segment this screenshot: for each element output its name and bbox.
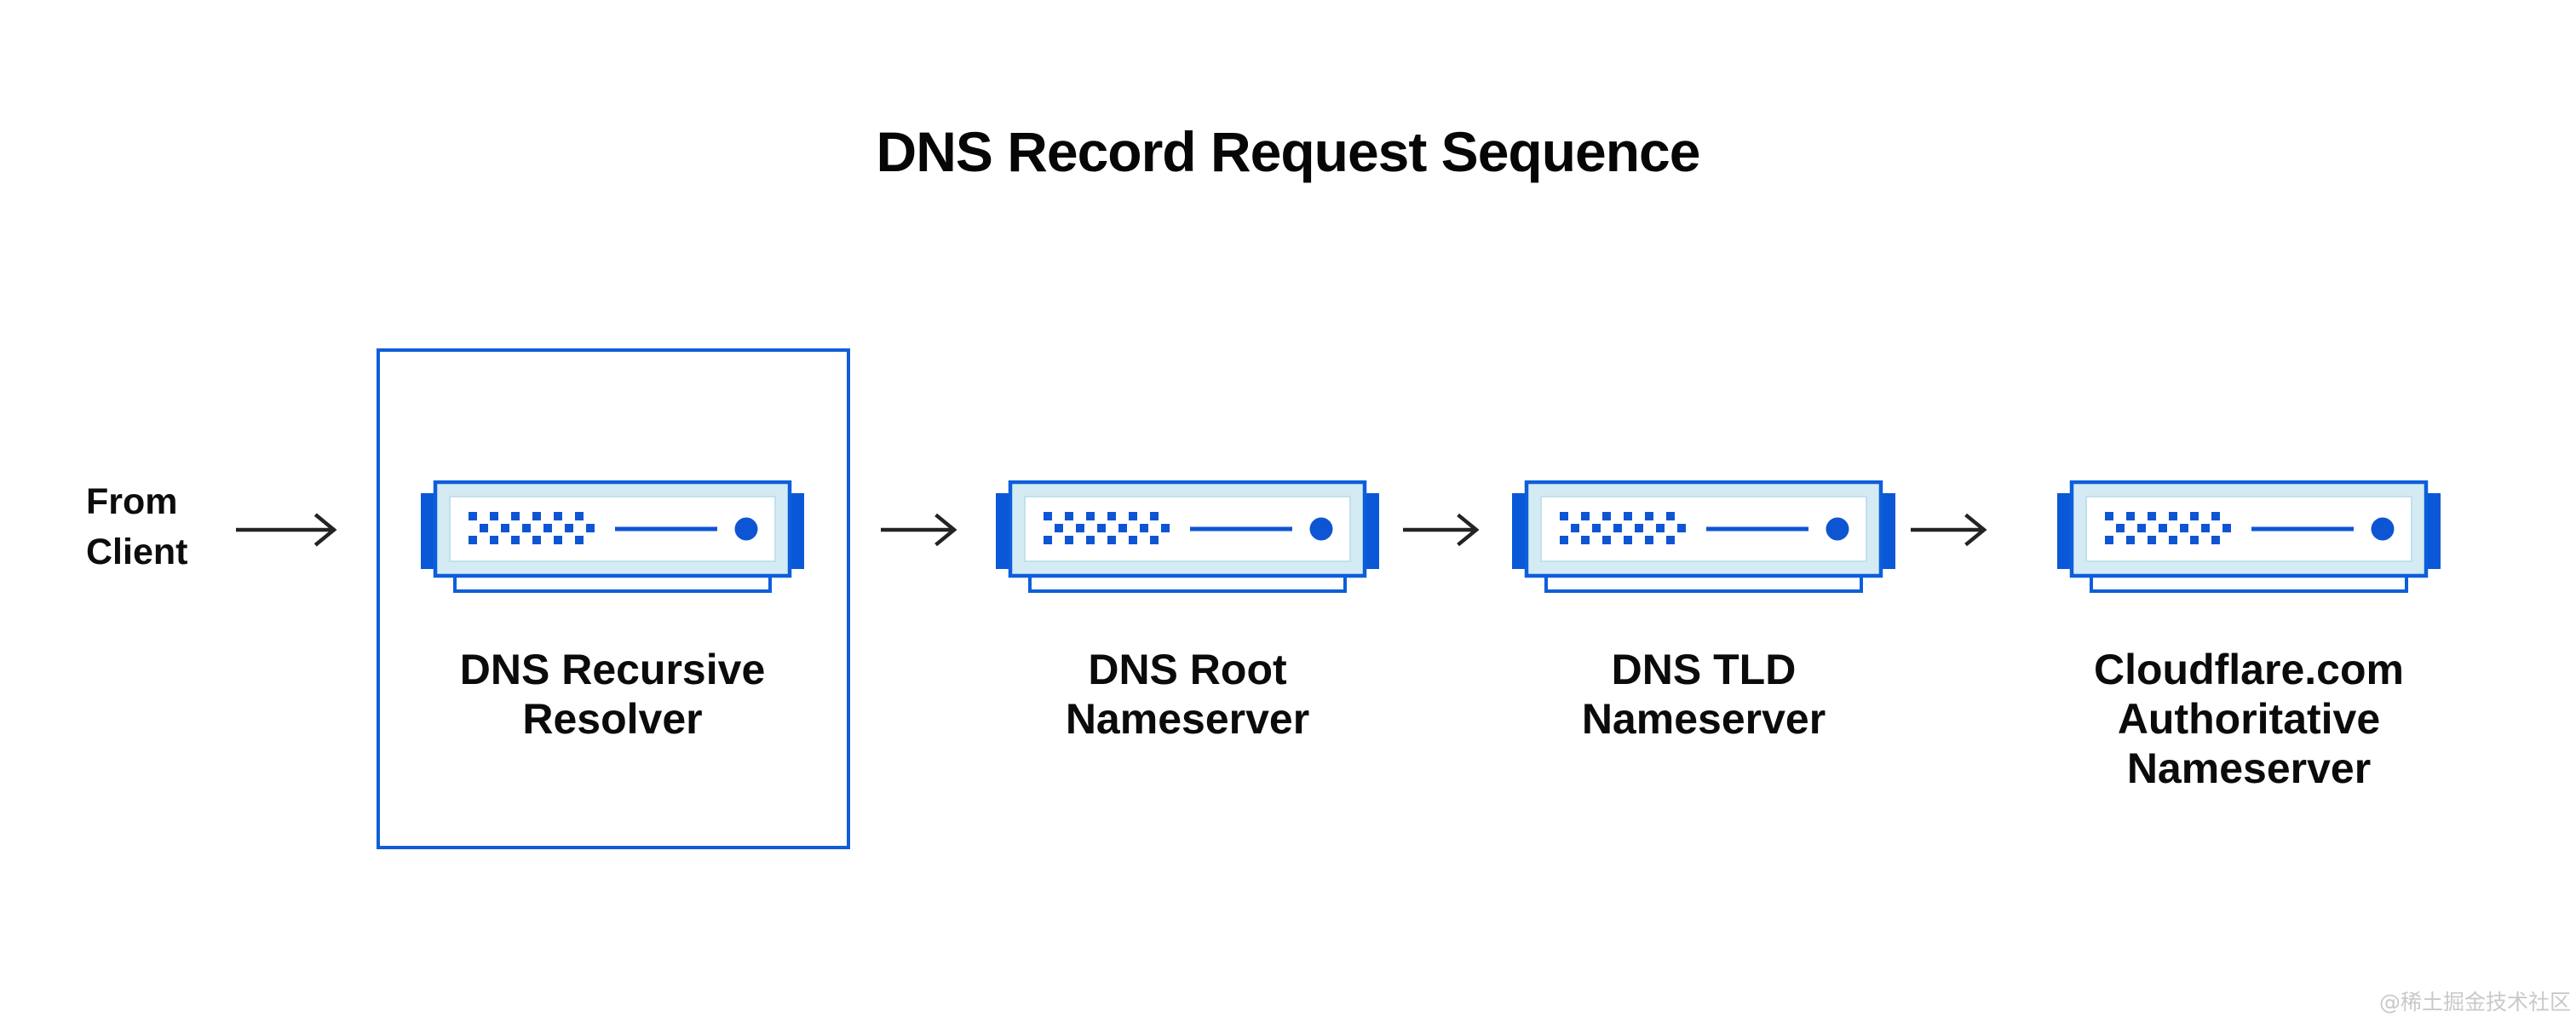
server-led bbox=[1826, 517, 1849, 541]
flow-arrow-tld-to-authoritative bbox=[1911, 513, 1987, 547]
server-led bbox=[2371, 517, 2395, 541]
node-label-cloudflare-authoritative-nameserver: Cloudflare.com Authoritative Nameserver bbox=[2094, 646, 2404, 792]
server-dot-grid bbox=[1044, 512, 1170, 544]
server-icon bbox=[421, 480, 804, 593]
server-dot-grid bbox=[469, 512, 595, 544]
server-led bbox=[734, 517, 758, 541]
watermark: @稀土掘金技术社区 bbox=[2378, 990, 2571, 1014]
server-icon bbox=[2057, 480, 2441, 593]
server-led bbox=[1309, 517, 1333, 541]
from-client-line2: Client bbox=[86, 532, 188, 572]
server-icon bbox=[996, 480, 1379, 593]
from-client-label: From Client bbox=[86, 477, 187, 578]
flow-arrow-resolver-to-root bbox=[881, 513, 957, 547]
server-dot-grid bbox=[1560, 512, 1686, 544]
highlight-box bbox=[377, 348, 850, 849]
flow-arrow-client-to-resolver bbox=[236, 513, 337, 547]
page-title: DNS Record Request Sequence bbox=[876, 120, 1701, 183]
node-label-dns-recursive-resolver: DNS Recursive Resolver bbox=[459, 646, 766, 743]
node-label-dns-root-nameserver: DNS Root Nameserver bbox=[1065, 646, 1310, 743]
flow-arrow-root-to-tld bbox=[1403, 513, 1480, 547]
from-client-line1: From bbox=[86, 481, 178, 522]
node-label-dns-tld-nameserver: DNS TLD Nameserver bbox=[1581, 646, 1826, 743]
server-icon bbox=[1512, 480, 1895, 593]
server-dot-grid bbox=[2105, 512, 2231, 544]
